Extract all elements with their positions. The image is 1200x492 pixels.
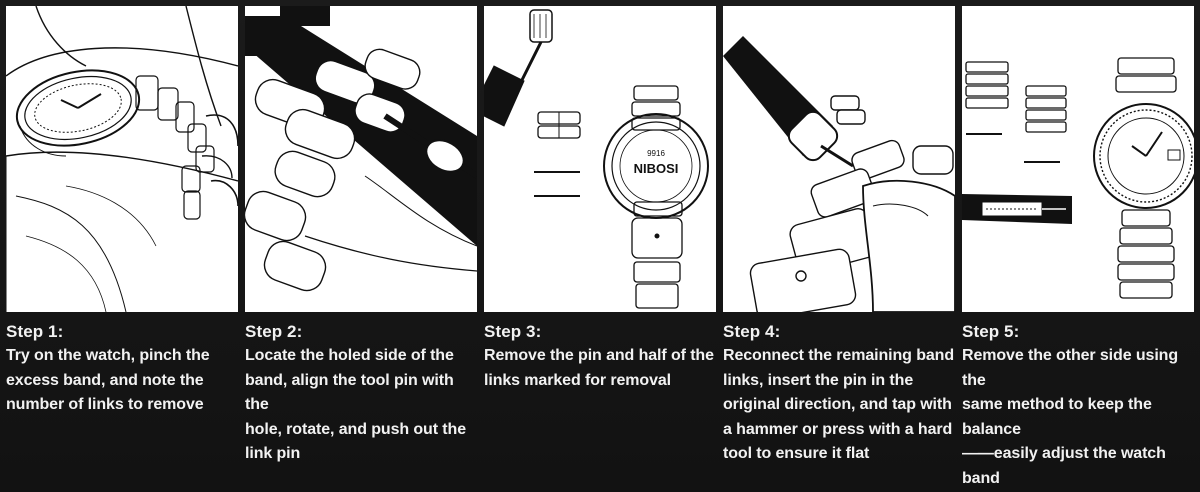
step-1-line-1: Try on the watch, pinch the <box>6 347 210 364</box>
step-2-line-1: Locate the holed side of the <box>245 347 454 364</box>
step-3-title: Step 3: <box>484 322 542 341</box>
step-1-illustration <box>6 6 238 312</box>
step-5-caption: Step 5: Remove the other side using the … <box>962 320 1198 491</box>
step-4-line-3: original direction, and tap with <box>723 396 952 413</box>
step-4-illustration <box>723 6 955 312</box>
step-3-illustration: NIBOSI 9916 <box>484 6 716 312</box>
step-2-line-3: hole, rotate, and push out the <box>245 420 467 438</box>
step-1-line-3: number of links to remove <box>6 396 204 413</box>
step-4-line-2: links, insert the pin in the <box>723 371 914 389</box>
step-5-illustration <box>962 6 1194 312</box>
step-5-line-1: Remove the other side using the <box>962 347 1179 389</box>
link-removal-tool-icon <box>245 6 477 292</box>
step-5-title: Step 5: <box>962 322 1020 341</box>
removed-links-and-watch-back-icon: NIBOSI 9916 <box>484 9 709 309</box>
step-3-caption: Step 3: Remove the pin and half of the l… <box>484 320 720 393</box>
step-4-line-1: Reconnect the remaining band <box>723 347 955 364</box>
step-2-caption: Step 2: Locate the holed side of the ban… <box>245 320 481 467</box>
step-5-line-2: same method to keep the balance <box>962 396 1152 438</box>
caseback-brand: NIBOSI <box>634 161 679 176</box>
step-4-line-5: tool to ensure it flat <box>723 445 870 462</box>
step-1-line-2: excess band, and note the <box>6 371 204 389</box>
step-1-caption: Step 1: Try on the watch, pinch the exce… <box>6 320 242 418</box>
adjusted-watch-front-icon <box>962 57 1194 299</box>
watch-on-wrist-icon <box>6 6 238 312</box>
step-2-illustration <box>245 6 477 312</box>
step-3-line-2: links marked for removal <box>484 371 672 389</box>
step-4-line-4: a hammer or press with a hard <box>723 420 953 438</box>
reconnect-band-hammer-icon <box>723 36 955 312</box>
step-3-line-1: Remove the pin and half of the <box>484 347 714 364</box>
caseback-model: 9916 <box>647 149 665 158</box>
step-4-caption: Step 4: Reconnect the remaining band lin… <box>723 320 959 467</box>
step-2-line-2: band, align the tool pin with the <box>245 371 454 414</box>
step-2-line-4: link pin <box>245 445 301 462</box>
step-5-line-3: ——easily adjust the watch band <box>962 445 1166 487</box>
step-2-title: Step 2: <box>245 322 303 341</box>
step-4-title: Step 4: <box>723 322 781 341</box>
step-1-title: Step 1: <box>6 322 64 341</box>
